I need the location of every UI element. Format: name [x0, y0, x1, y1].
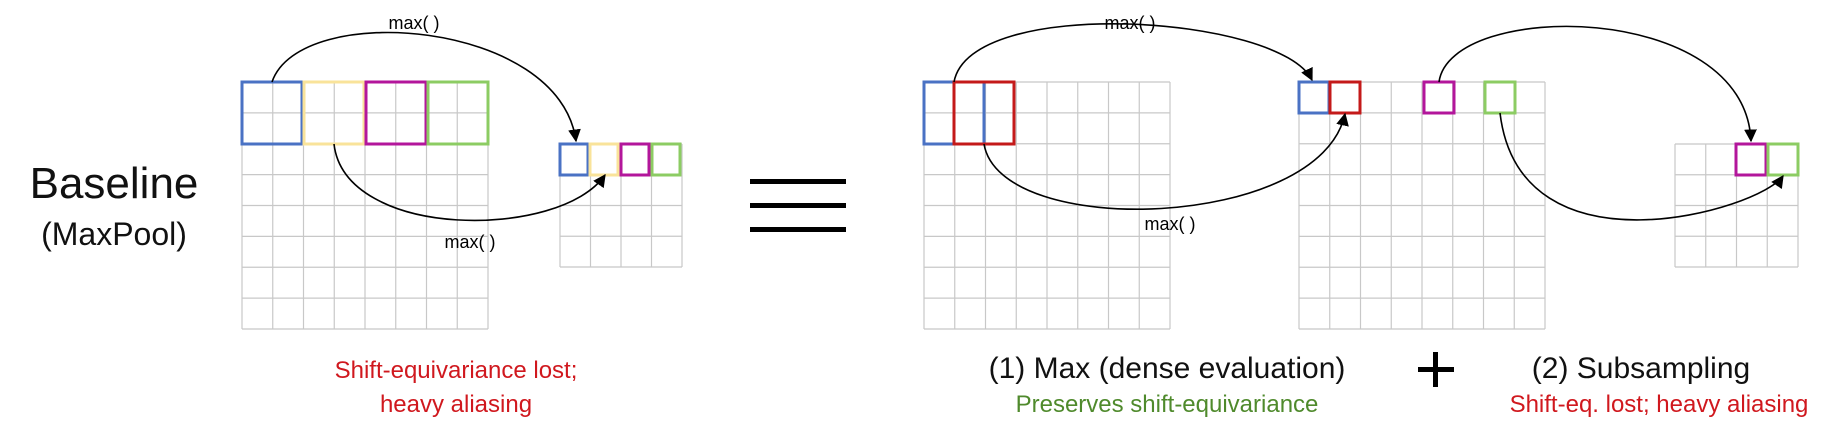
subsample-note: Shift-eq. lost; heavy aliasing — [1510, 391, 1809, 418]
pool-window-magenta — [364, 80, 428, 146]
subsampled-cell-green — [1766, 142, 1800, 177]
output-cell-green — [650, 142, 682, 177]
input-grid-dense — [923, 81, 1171, 330]
baseline-max-bottom-label: max( ) — [445, 232, 496, 252]
equivalence-symbol — [750, 179, 846, 232]
baseline-title: Baseline — [30, 159, 199, 208]
plus-icon — [1418, 352, 1454, 387]
baseline-caption-line1: Shift-equivariance lost; — [335, 357, 578, 384]
dense-cell-green — [1483, 80, 1517, 115]
subsampled-cell-magenta — [1734, 142, 1768, 177]
output-cell-blue — [558, 142, 590, 177]
dense-note: Preserves shift-equivariance — [1016, 391, 1319, 418]
pool-window-green — [426, 80, 490, 146]
output-cell-yellow — [588, 142, 620, 177]
baseline-max-top-label: max( ) — [389, 13, 440, 33]
dense-max-bottom-label: max( ) — [1145, 214, 1196, 234]
subsample-caption: (2) Subsampling — [1532, 352, 1750, 385]
output-cell-magenta — [619, 142, 651, 177]
dense-caption: (1) Max (dense evaluation) — [989, 352, 1346, 385]
dense-cell-blue — [1297, 80, 1331, 115]
arrow-baseline-top — [271, 31, 581, 143]
dense-max-grid — [1298, 81, 1546, 330]
baseline-caption-line2: heavy aliasing — [380, 391, 532, 418]
arrow-dense-bottom — [983, 112, 1349, 210]
arrow-dense-top — [953, 23, 1313, 83]
arrow-subsample-bottom — [1499, 112, 1784, 221]
arrow-baseline-bottom — [333, 143, 606, 222]
dense-cell-red — [1328, 80, 1362, 115]
arrow-subsample-top — [1438, 25, 1757, 143]
dense-max-top-label: max( ) — [1105, 13, 1156, 33]
dense-cell-magenta — [1422, 80, 1456, 115]
baseline-subtitle: (MaxPool) — [41, 216, 187, 252]
